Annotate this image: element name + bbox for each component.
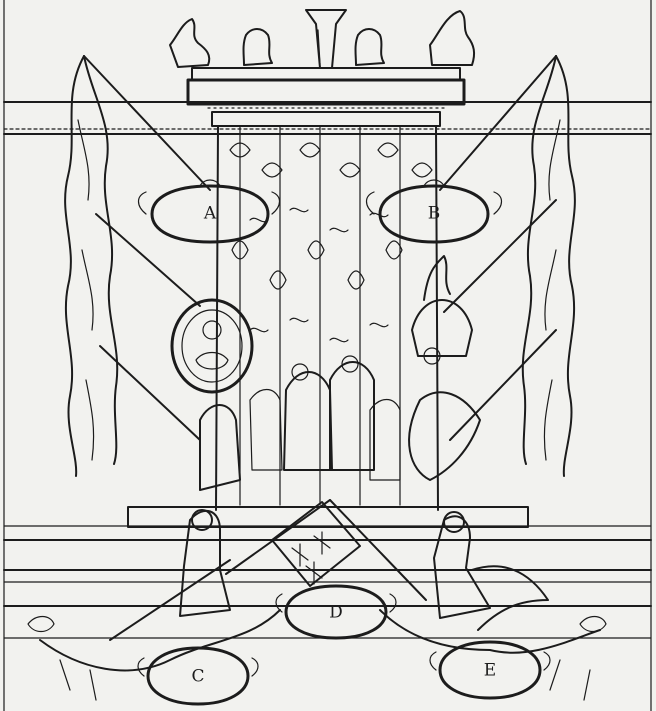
cartouche-e: E	[429, 640, 551, 700]
side-flags	[64, 55, 576, 477]
column-base-step	[127, 506, 529, 528]
capital-statues	[169, 9, 476, 69]
armored-figures	[199, 355, 401, 491]
portrait-shield	[170, 298, 254, 394]
cartouche-d: D	[275, 584, 397, 640]
cartouche-b: B	[365, 179, 503, 244]
cartouche-c-label: C	[191, 667, 204, 687]
cartouche-e-label: E	[484, 661, 496, 681]
festoons	[27, 609, 607, 701]
lower-figures	[179, 501, 549, 631]
cartouche-a-label: A	[203, 204, 217, 224]
cartouche-a: A	[137, 179, 281, 244]
page-frame	[3, 0, 652, 711]
cartouche-c: C	[137, 646, 259, 706]
cartouche-b-label: B	[428, 204, 441, 224]
cartouche-d-label: D	[329, 603, 343, 623]
helmet-trophy	[408, 255, 481, 481]
